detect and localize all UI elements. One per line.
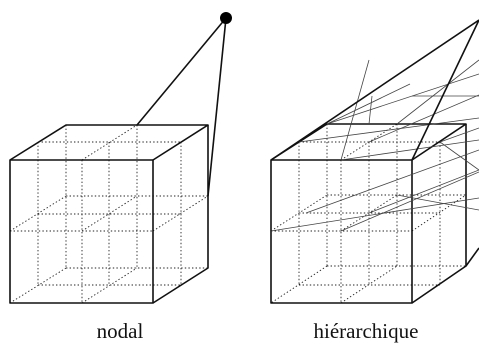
projection-node bbox=[220, 12, 232, 24]
nodal-caption: nodal bbox=[97, 319, 144, 343]
nodal-projection-lines bbox=[136, 17, 227, 197]
nodal-cube-grid bbox=[9, 124, 209, 304]
hierarchical-cube bbox=[270, 123, 467, 304]
hierarchical-cube-grid bbox=[270, 123, 467, 304]
nodal-cube bbox=[9, 124, 209, 304]
hierarchical-projection-lines bbox=[270, 19, 479, 267]
nodal-panel: nodal bbox=[9, 12, 232, 343]
hierarchical-fan-lines bbox=[270, 59, 479, 232]
hierarchical-caption: hiérarchique bbox=[314, 319, 419, 343]
hierarchical-panel: hiérarchique bbox=[270, 19, 479, 343]
